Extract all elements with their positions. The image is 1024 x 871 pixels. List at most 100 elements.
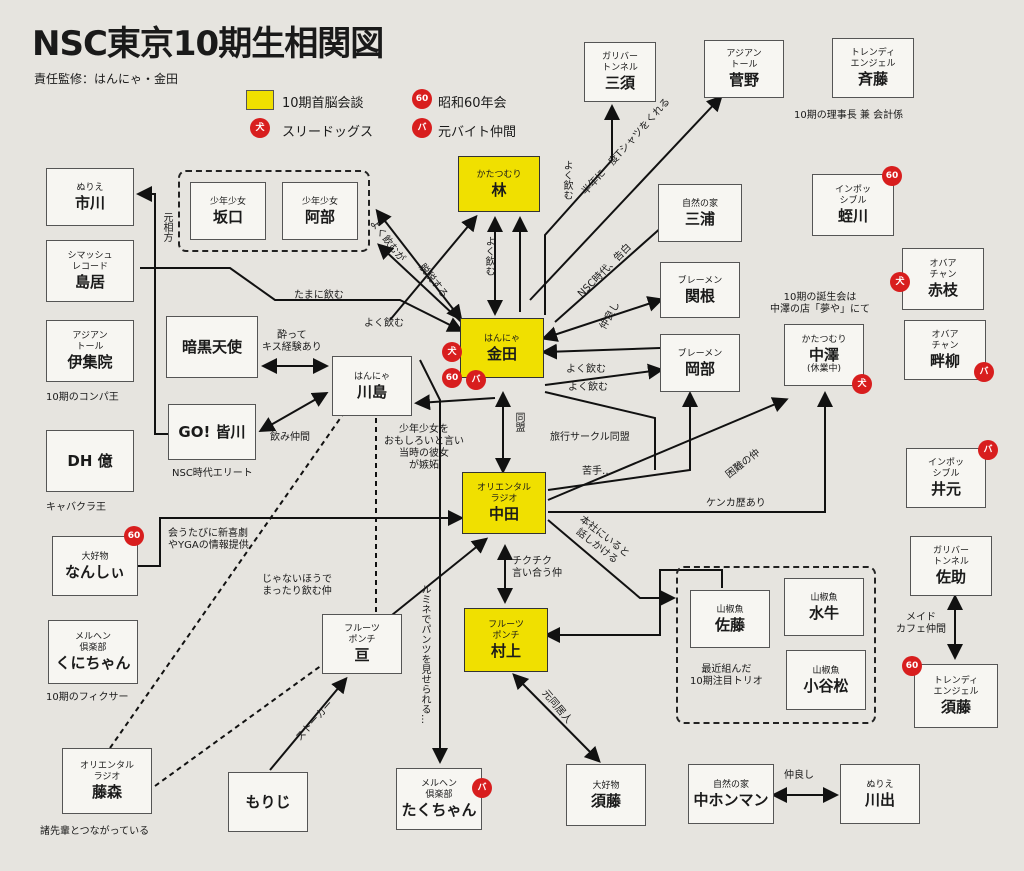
node-trendy-saito: トレンディ エンジェル 斉藤 — [832, 38, 914, 98]
edge-ryokou — [544, 391, 656, 470]
note-senpai: 諸先輩とつながっている — [40, 826, 150, 837]
edge-okabe-kaneda — [541, 343, 661, 360]
edge-nakata-okabe — [547, 391, 698, 491]
edge-fujimori-kawashima — [109, 389, 361, 749]
node-moriji: もりじ — [228, 772, 308, 832]
edge-murakami-sudo — [512, 673, 601, 763]
node-sanshouuo-koyamatsu: 山椒魚 小谷松 — [786, 650, 866, 710]
edge-sekine-kaneda — [541, 296, 664, 342]
edge-minagawa-kawashima — [258, 392, 329, 432]
edge-shounen-kaneda — [375, 208, 463, 322]
label-nakayoshi2: 仲良し — [784, 770, 814, 781]
node-obapa-azeyanagi: オバア チャン 畔柳 — [904, 320, 986, 380]
node-go-minagawa: GO! 皆川 — [168, 404, 256, 460]
legend-baito-badge: バ — [412, 118, 432, 138]
page-title: NSC東京10期生相関図 — [32, 24, 384, 64]
edge-kaneda-okabe — [544, 363, 664, 386]
node-asian-ijuin: アジアン トール 伊集院 — [46, 320, 134, 382]
node-shizen-miura: 自然の家 三浦 — [658, 184, 742, 242]
node-oriental-nakata: オリエンタル ラジオ 中田 — [462, 472, 546, 534]
node-asian-sugano: アジアン トール 菅野 — [704, 40, 784, 98]
badge-nanshii-60: 60 — [124, 526, 144, 546]
node-nurie-ichikawa: ぬりえ 市川 — [46, 168, 134, 226]
badge-kaneda-baito: バ — [466, 370, 486, 390]
edge-sugano-kaneda — [529, 95, 723, 301]
label-nomi-nakama: 飲み仲間 — [270, 432, 310, 443]
node-daikoubutsu-sudo: 大好物 須藤 — [566, 764, 646, 826]
edge-kawashima-hayashi — [389, 214, 478, 321]
badge-imoto-baito: バ — [978, 440, 998, 460]
label-nigate: 苦手… — [582, 466, 612, 477]
group-sanshouuo — [676, 566, 876, 724]
edge-moriji-wataru — [269, 676, 348, 771]
note-nsc-elite: NSC時代エリート — [172, 468, 253, 479]
node-marchen-kuni: メルヘン 倶楽部 くにちゃん — [48, 620, 138, 684]
node-trendy-sudo: トレンディ エンジェル 須藤 — [914, 664, 998, 728]
legend-showa60: 昭和60年会 — [438, 96, 507, 111]
edge-nakata-trio — [547, 519, 676, 606]
node-daikoubutsu-nanshii: 大好物 なんしぃ — [52, 536, 138, 596]
label-maid: メイド カフェ仲間 — [896, 612, 946, 635]
legend-baito: 元バイト仲間 — [438, 125, 517, 140]
badge-kaneda-dog: 犬 — [442, 342, 462, 362]
legend-summit: 10期首脳会談 — [282, 96, 364, 111]
badge-hirukawa-60: 60 — [882, 166, 902, 186]
label-doumei: 同盟 — [513, 412, 524, 432]
badge-sudo-60: 60 — [902, 656, 922, 676]
edge-torii-kaneda — [140, 267, 464, 332]
edge-kawashima-taku — [419, 359, 448, 764]
node-nurie-kawade: ぬりえ 川出 — [840, 764, 920, 824]
badge-nakazawa-dog: 犬 — [852, 374, 872, 394]
node-hannya-kaneda: はんにゃ 金田 — [460, 318, 544, 378]
node-katatsumuri-nakazawa: かたつむり 中澤 (休業中) — [784, 324, 864, 386]
label-yoku-nomu-hayashi: よく飲む — [483, 236, 494, 276]
label-lumine: ルミネでパンツを見せられる… — [419, 584, 430, 724]
node-smash-torii: シマッシュ レコード 島居 — [46, 240, 134, 302]
note-konpa: 10期のコンパ王 — [46, 392, 119, 403]
legend-highlight-swatch — [246, 90, 274, 110]
label-chikuchiku: チクチク 言い合う仲 — [512, 556, 562, 579]
label-motoaikata: 元相方 — [161, 212, 172, 242]
label-yoku-nomu-okabe: よく飲む — [566, 364, 606, 375]
note-rijicho: 10期の理事長 兼 会計係 — [794, 110, 904, 121]
node-inpossible-imoto: インポッ シブル 井元 — [906, 448, 986, 508]
node-gulliver-sasuke: ガリバー トンネル 佐助 — [910, 536, 992, 596]
node-shounen-sakaguchi: 少年少女 坂口 — [190, 182, 266, 240]
edge-trio-murakami — [544, 569, 723, 643]
legend-dogs-badge: 犬 — [250, 118, 270, 138]
node-shounen-abe: 少年少女 阿部 — [282, 182, 358, 240]
label-yotte-kiss: 酔って キス経験あり — [262, 330, 322, 353]
note-fixer: 10期のフィクサー — [46, 692, 129, 703]
edge-shounen2-kaneda — [377, 243, 471, 331]
node-fruits-wataru: フルーツ ポンチ 亘 — [322, 614, 402, 674]
node-bremen-sekine: ブレーメン 関根 — [660, 262, 740, 318]
edge-kaneda-kawashima — [414, 394, 496, 411]
edge-misu-kaneda — [544, 104, 620, 315]
node-obapa-akaeda: オバア チャン 赤枝 — [902, 248, 984, 310]
label-yoku-nomu-kawa: よく飲む — [364, 318, 404, 329]
badge-azeyanagi-baito: バ — [974, 362, 994, 382]
node-shizen-nakahonman: 自然の家 中ホンマン — [688, 764, 774, 824]
note-kyabakura: キャバクラ王 — [46, 502, 106, 513]
node-inpossible-hirukawa: インポッ シブル 蛭川 — [812, 174, 894, 236]
label-tama-ni-nomu: たまに飲む — [294, 290, 344, 301]
node-ankoku-tenshi: 暗黒天使 — [166, 316, 258, 378]
edge-nakata-nakazawa — [547, 397, 789, 501]
label-ryokou: 旅行サークル同盟 — [550, 432, 630, 443]
label-yoku-nomu-ka2: よく飲む — [568, 382, 608, 393]
edge-fujimori-wataru — [154, 664, 323, 787]
node-dh-oku: DH 億 — [46, 430, 134, 492]
node-oriental-fujimori: オリエンタル ラジオ 藤森 — [62, 748, 152, 814]
legend-showa60-badge: 60 — [412, 89, 432, 109]
node-katatsumuri-hayashi: かたつむり 林 — [458, 156, 540, 212]
badge-akaeda-dog: 犬 — [890, 272, 910, 292]
group-shounen-shoujo — [178, 170, 370, 252]
badge-taku-baito: バ — [472, 778, 492, 798]
credit-text: 責任監修：はんにゃ・金田 — [34, 72, 179, 86]
node-marchen-taku: メルヘン 倶楽部 たくちゃん — [396, 768, 482, 830]
node-bremen-okabe: ブレーメン 岡部 — [660, 334, 740, 392]
edge-nanshii-nakata — [138, 510, 464, 567]
edge-ichikawa-minagawa — [136, 186, 172, 435]
